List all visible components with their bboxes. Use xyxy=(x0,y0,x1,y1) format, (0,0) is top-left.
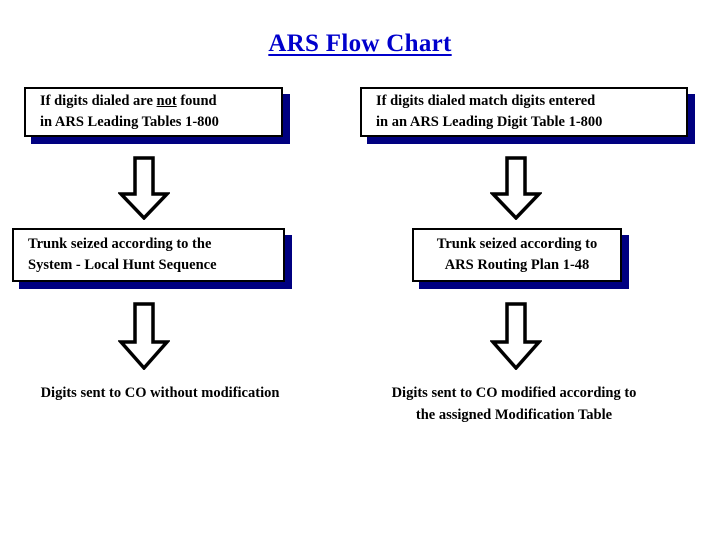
page-title: ARS Flow Chart xyxy=(268,30,452,57)
left-condition-line-2: in ARS Leading Tables 1-800 xyxy=(40,114,219,130)
right-down-arrow-2 xyxy=(489,302,543,375)
left-result-text: Digits sent to CO without modification xyxy=(0,383,320,405)
right-result-line-2: the assigned Modification Table xyxy=(415,406,613,423)
left-condition-box: If digits dialed are not found in ARS Le… xyxy=(24,87,283,137)
left-down-arrow-2 xyxy=(117,302,171,375)
right-result-line-1: Digits sent to CO modified according to xyxy=(391,385,637,401)
left-condition-emphasis-not: not xyxy=(156,92,177,109)
right-result-text: Digits sent to CO modified according to … xyxy=(340,383,688,427)
right-action-line-1: Trunk seized according to xyxy=(436,235,598,252)
left-condition-line-1-after: found xyxy=(176,92,217,109)
left-action-box: Trunk seized according to the System - L… xyxy=(12,228,285,282)
left-down-arrow-1 xyxy=(116,156,172,225)
right-down-arrow-1 xyxy=(488,156,544,225)
left-action-line-1: Trunk seized according to the xyxy=(28,235,212,252)
right-condition-line-1: If digits dialed match digits entered xyxy=(376,92,596,109)
right-action-box: Trunk seized according to ARS Routing Pl… xyxy=(412,228,622,282)
left-result-line-1: Digits sent to CO without modification xyxy=(40,385,280,401)
left-action-line-2: System - Local Hunt Sequence xyxy=(28,257,217,273)
left-condition-line-1-before: If digits dialed are xyxy=(40,92,157,109)
right-condition-box: If digits dialed match digits entered in… xyxy=(360,87,688,137)
left-condition-line-1: If digits dialed are not found xyxy=(26,91,281,112)
right-condition-line-2: in an ARS Leading Digit Table 1-800 xyxy=(376,114,603,130)
right-action-line-2: ARS Routing Plan 1-48 xyxy=(444,257,590,273)
